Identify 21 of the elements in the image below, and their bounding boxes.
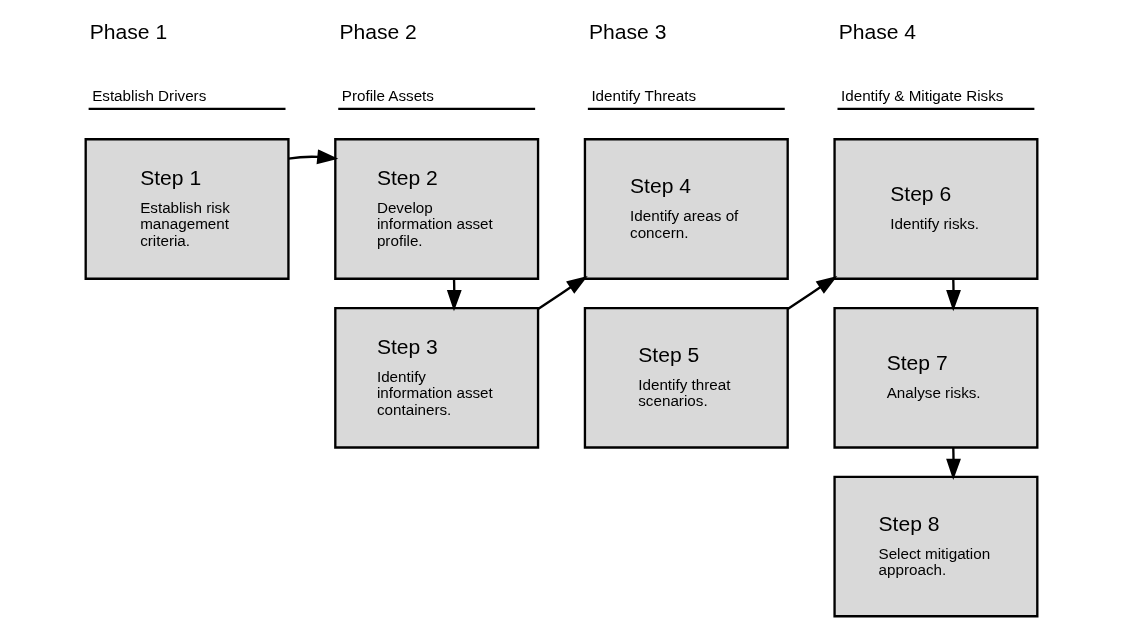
node-box: Step 1 Establish risk management criteria. [84,138,290,280]
label: Phase 2 [338,19,417,43]
node-box: Step 5 Identify threat scenarios. [583,306,789,449]
arrow [945,278,961,312]
label: Profile Assets [341,87,434,105]
node-box: Step 6 Identify risks. [832,138,1038,280]
label: Identify Threats [590,87,696,105]
arrow [945,447,961,480]
label: Phase 4 [838,19,916,43]
label: Identify & Mitigate Risks [840,87,1003,105]
node-box: Step 7 Analyse risks. [832,306,1038,449]
node-box: Step 4 Identify areas of concern. [583,138,789,280]
node-box: Step 3 Identify information asset containers. [333,306,539,449]
label: Phase 3 [588,19,666,43]
node-box: Step 8 Select mitigation approach. [832,475,1038,618]
arrow [786,275,837,310]
label: Phase 1 [89,19,167,43]
node-box: Step 2 Develop information asset profile. [333,138,539,280]
arrow [537,275,588,310]
label: Establish Drivers [91,87,206,105]
arrow [287,149,338,165]
